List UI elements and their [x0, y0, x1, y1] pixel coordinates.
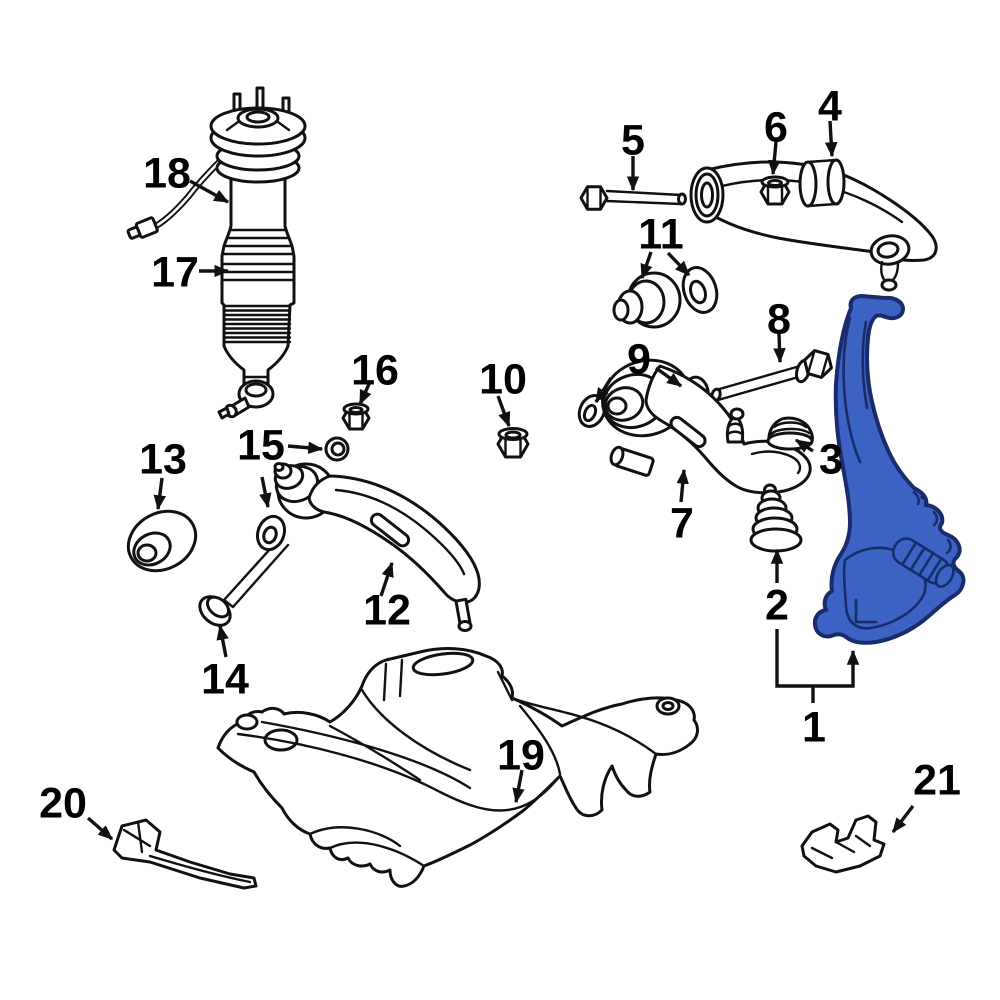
washer-drawing-15a — [324, 436, 350, 462]
nut-drawing-16 — [341, 402, 371, 431]
leader-arrow-9 — [655, 366, 683, 388]
leader-arrow-15 — [259, 476, 272, 509]
bushing-drawing-13 — [126, 509, 198, 573]
callout-label-6: 6 — [764, 103, 788, 151]
front-control-arm-drawing — [273, 462, 481, 632]
callout-label-10: 10 — [479, 355, 527, 403]
callout-label-1: 1 — [802, 703, 826, 751]
upper-control-arm-drawing — [689, 158, 938, 292]
leader-arrow-11 — [640, 251, 653, 280]
callout-label-12: 12 — [363, 586, 411, 634]
callout-label-16: 16 — [351, 346, 399, 394]
callout-label-19: 19 — [497, 731, 545, 779]
washer-drawing-11 — [681, 266, 719, 314]
leader-arrow-3 — [794, 438, 814, 453]
leader-arrow-18 — [189, 179, 230, 204]
leader-arrow-15 — [287, 441, 324, 455]
leader-arrow-9 — [594, 377, 613, 404]
callout-label-5: 5 — [621, 116, 645, 164]
leader-arrow-14 — [216, 624, 229, 658]
leader-arrow-19 — [512, 769, 525, 804]
callout-label-7: 7 — [670, 499, 694, 547]
nut-drawing-6 — [759, 175, 791, 206]
callout-label-4: 4 — [818, 82, 842, 130]
leader-arrow-10 — [496, 395, 511, 428]
bracket-drawing-20 — [112, 818, 258, 890]
leader-arrow-13 — [153, 477, 166, 511]
callout-label-9: 9 — [627, 335, 651, 383]
leader-arrow-11 — [666, 251, 691, 277]
lower-control-arm-drawing — [601, 358, 812, 495]
steering-knuckle-drawing — [812, 294, 966, 645]
leader-arrow-16 — [358, 383, 372, 406]
bushing-drawing-11 — [612, 271, 682, 329]
leader-arrow-8 — [773, 333, 786, 364]
bolt-drawing-14 — [198, 536, 290, 627]
subframe-drawing — [216, 647, 699, 888]
leader-arrow-6 — [768, 141, 781, 176]
bolt-drawing-5 — [579, 185, 687, 211]
leader-arrow-7 — [676, 468, 689, 503]
leader-arrow-20 — [86, 816, 114, 841]
leader-arrow-4 — [824, 120, 838, 158]
callout-label-3: 3 — [819, 435, 843, 483]
callout-label-15: 15 — [237, 421, 285, 469]
bump-stop-drawing-2 — [749, 483, 803, 553]
air-strut-drawing — [209, 86, 307, 420]
leader-arrow-21 — [891, 804, 915, 834]
callout-label-17: 17 — [151, 248, 199, 296]
callout-label-11: 11 — [638, 210, 683, 258]
callout-label-20: 20 — [39, 779, 87, 827]
callout-label-14: 14 — [201, 655, 249, 703]
leader-line-1 — [775, 629, 860, 688]
callout-label-8: 8 — [767, 295, 791, 343]
callout-label-18: 18 — [143, 149, 191, 197]
washer-drawing-15b — [255, 514, 287, 552]
callout-label-21: 21 — [913, 756, 961, 804]
callout-label-2: 2 — [765, 581, 789, 629]
bracket-drawing-21 — [800, 814, 886, 874]
nut-drawing-10 — [496, 427, 530, 459]
bolt-drawing-8 — [710, 349, 833, 403]
callout-label-13: 13 — [139, 435, 187, 483]
leader-arrow-12 — [379, 561, 394, 597]
